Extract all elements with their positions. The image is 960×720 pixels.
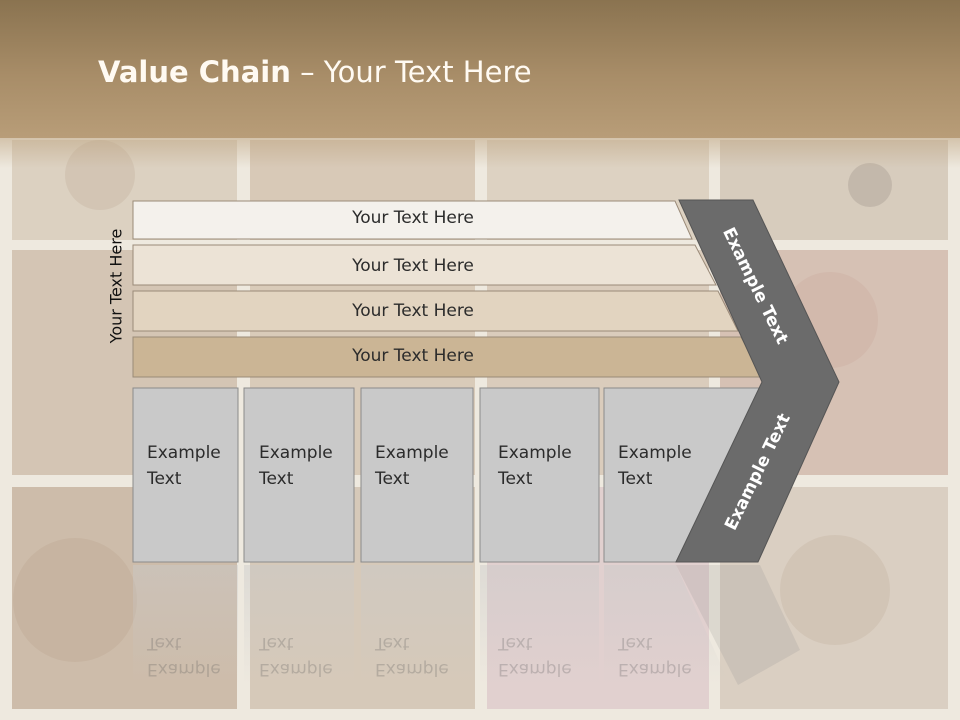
page-title: Value Chain – Your Text Here xyxy=(98,55,532,95)
chevron-arrow[interactable] xyxy=(675,199,840,563)
box-label-5-line1: Example xyxy=(618,443,692,463)
band-1[interactable] xyxy=(132,200,693,240)
box-reflection-label-5-line2: Text xyxy=(618,633,653,653)
band-2[interactable] xyxy=(132,244,717,286)
box-reflection-label-3: Example Text xyxy=(375,630,449,682)
box-reflection-label-3-line2: Text xyxy=(375,633,410,653)
box-reflection-2 xyxy=(244,565,354,685)
box-label-3-line1: Example xyxy=(375,443,449,463)
box-label-4-line1: Example xyxy=(498,443,572,463)
arrow-reflection xyxy=(676,565,800,685)
box-reflection-4 xyxy=(480,565,599,685)
box-reflection-label-4-line2: Text xyxy=(498,633,533,653)
box-label-4-line2: Text xyxy=(498,469,533,489)
box-reflection-label-2-line1: Example xyxy=(259,659,333,679)
page-title-bold: Value Chain xyxy=(98,55,291,89)
page-title-rest: – Your Text Here xyxy=(290,55,532,89)
box-reflection-label-4: Example Text xyxy=(498,630,572,682)
band-label-3: Your Text Here xyxy=(352,301,474,321)
title-bar xyxy=(0,0,960,138)
activity-box-2[interactable] xyxy=(243,387,355,563)
band-label-1: Your Text Here xyxy=(352,208,474,228)
activity-box-4[interactable] xyxy=(479,387,600,563)
box-reflection-label-2-line2: Text xyxy=(259,633,294,653)
box-reflection-label-4-line1: Example xyxy=(498,659,572,679)
activity-box-3[interactable] xyxy=(360,387,474,563)
side-label: Your Text Here xyxy=(106,228,126,344)
box-reflection-label-2: Example Text xyxy=(259,630,333,682)
band-3[interactable] xyxy=(132,290,739,332)
box-reflection-1 xyxy=(133,565,238,685)
box-label-2-line2: Text xyxy=(259,469,294,489)
box-reflection-3 xyxy=(361,565,473,685)
box-label-1-line2: Text xyxy=(147,469,182,489)
band-label-4: Your Text Here xyxy=(352,346,474,366)
box-reflection-label-5-line1: Example xyxy=(618,659,692,679)
activity-box-1[interactable] xyxy=(132,387,239,563)
box-reflection-label-1-line2: Text xyxy=(147,633,182,653)
box-reflection-label-5: Example Text xyxy=(618,630,692,682)
box-label-5-line2: Text xyxy=(618,469,653,489)
box-reflection-label-3-line1: Example xyxy=(375,659,449,679)
band-label-2: Your Text Here xyxy=(352,256,474,276)
box-reflection-label-1-line1: Example xyxy=(147,659,221,679)
box-label-3-line2: Text xyxy=(375,469,410,489)
title-bar-fade xyxy=(0,138,960,168)
box-reflection-label-1: Example Text xyxy=(147,630,221,682)
box-label-1-line1: Example xyxy=(147,443,221,463)
box-label-2-line1: Example xyxy=(259,443,333,463)
box-reflection-5 xyxy=(604,565,730,685)
